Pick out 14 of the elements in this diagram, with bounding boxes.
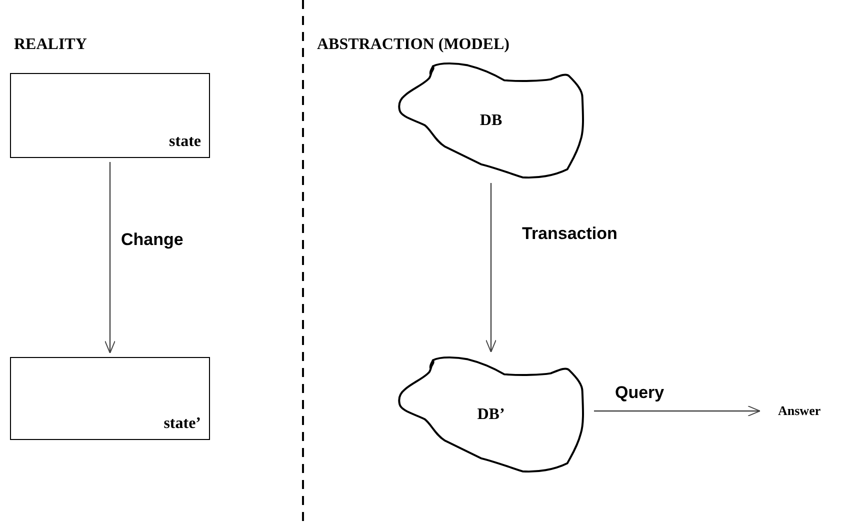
section-heading: REALITY	[14, 36, 87, 54]
node-label: state	[169, 133, 201, 151]
state-box	[10, 357, 210, 440]
arrow	[486, 183, 496, 352]
arrow	[104, 162, 116, 354]
arrow	[594, 406, 760, 416]
section-heading: ABSTRACTION (MODEL)	[317, 36, 510, 54]
node-label: state’	[164, 415, 201, 433]
edge-label: Change	[121, 230, 184, 250]
node-label: DB’	[477, 406, 505, 424]
edge-label: Query	[615, 383, 664, 403]
node-label: DB	[480, 112, 502, 130]
result-text: Answer	[778, 403, 821, 419]
state-box	[10, 73, 210, 158]
